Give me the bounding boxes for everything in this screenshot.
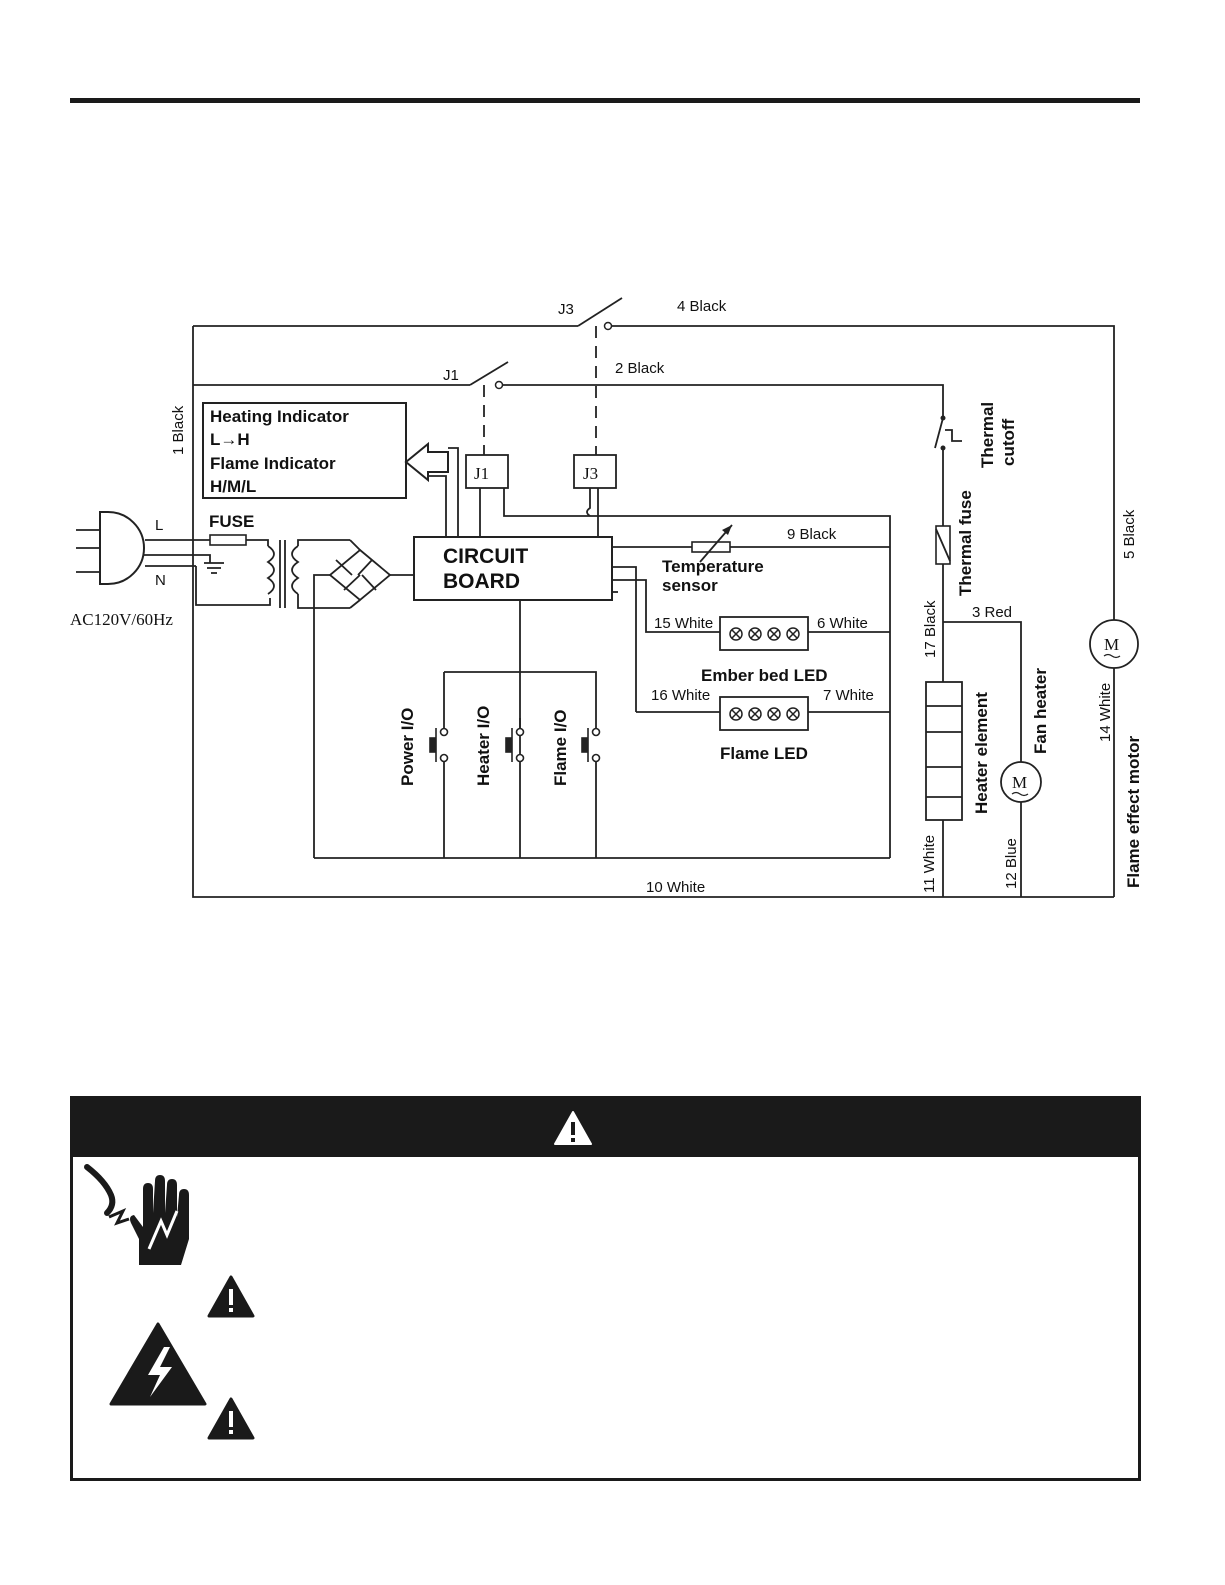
sensor-label: sensor (662, 576, 718, 595)
heater-io-label: Heater I/O (474, 706, 493, 786)
electric-shock-hand-icon (84, 1164, 189, 1265)
flame-io-label: Flame I/O (551, 709, 570, 786)
live-label: L (155, 517, 163, 534)
wire-4-label: 4 Black (677, 298, 727, 315)
circuit-board-label: CIRCUIT (443, 545, 528, 568)
wire-7-label: 7 White (823, 687, 874, 704)
indicator-box (202, 402, 407, 499)
wire-5-label: 5 Black (1121, 509, 1138, 559)
flame-led-strip (719, 696, 809, 731)
wire-10-label: 10 White (646, 879, 705, 896)
wire-16-label: 16 White (651, 687, 710, 704)
flame-motor-label: Flame effect motor (1124, 736, 1143, 888)
wire-2-label: 2 Black (615, 360, 665, 377)
flame-indicator-label: Flame Indicator (210, 454, 336, 473)
j1-switch-label: J1 (443, 367, 459, 384)
flame-indicator-range: H/M/L (210, 477, 256, 496)
arrow-icon (404, 441, 449, 483)
neutral-label: N (155, 572, 166, 589)
warning-panel (70, 1096, 1141, 1481)
wire-6-label: 6 White (817, 615, 868, 632)
temperature-label: Temperature (662, 557, 764, 576)
j3-box-label: J3 (583, 464, 598, 483)
wires (140, 297, 1139, 898)
high-voltage-icon (109, 1322, 207, 1406)
ember-led-strip (719, 616, 809, 651)
top-rule (70, 98, 1140, 103)
j3-switch-label: J3 (558, 301, 574, 318)
wire-11-label: 11 White (921, 835, 938, 893)
warning-triangle-icon (207, 1397, 255, 1440)
heating-indicator-range: L→H (210, 430, 250, 449)
temperature-sensor (691, 541, 731, 553)
wire-12-label: 12 Blue (1003, 838, 1020, 889)
plug-icon (76, 511, 145, 585)
j1-relay-box (465, 454, 509, 489)
supply-label: AC120V/60Hz (70, 610, 173, 629)
warning-triangle-icon (554, 1111, 592, 1145)
fan-heater-label: Fan heater (1031, 668, 1050, 754)
wire-9-label: 9 Black (787, 526, 837, 543)
thermal-cutoff-label-2: cutoff (999, 418, 1018, 466)
flame-led-label: Flame LED (720, 744, 808, 763)
thermal-cutoff-label: Thermal (978, 402, 997, 468)
power-io-label: Power I/O (398, 708, 417, 786)
fan-motor-symbol: M (1012, 773, 1027, 792)
fuse-label: FUSE (209, 512, 254, 531)
circuit-board (413, 536, 613, 601)
wire-14-label: 14 White (1097, 683, 1114, 742)
led-icons (729, 627, 800, 721)
j3-relay-box (573, 454, 617, 489)
j1-box-label: J1 (474, 464, 489, 483)
ember-led-label: Ember bed LED (701, 666, 828, 685)
wire-3-label: 3 Red (972, 604, 1012, 621)
wire-1-label: 1 Black (170, 405, 187, 455)
wire-17-label: 17 Black (922, 600, 939, 658)
wire-15-label: 15 White (654, 615, 713, 632)
wiring-diagram: J3 4 Black J1 2 Black 1 Black Heating In… (70, 297, 1143, 898)
heater-element-label: Heater element (972, 692, 991, 814)
push-switches (429, 727, 601, 763)
flame-motor-symbol: M (1104, 635, 1119, 654)
thermal-fuse-label: Thermal fuse (956, 490, 975, 596)
heating-indicator-label: Heating Indicator (210, 407, 349, 426)
warning-header-bar (73, 1099, 1138, 1157)
warning-triangle-icon (207, 1275, 255, 1318)
circuit-board-label-2: BOARD (443, 570, 520, 593)
